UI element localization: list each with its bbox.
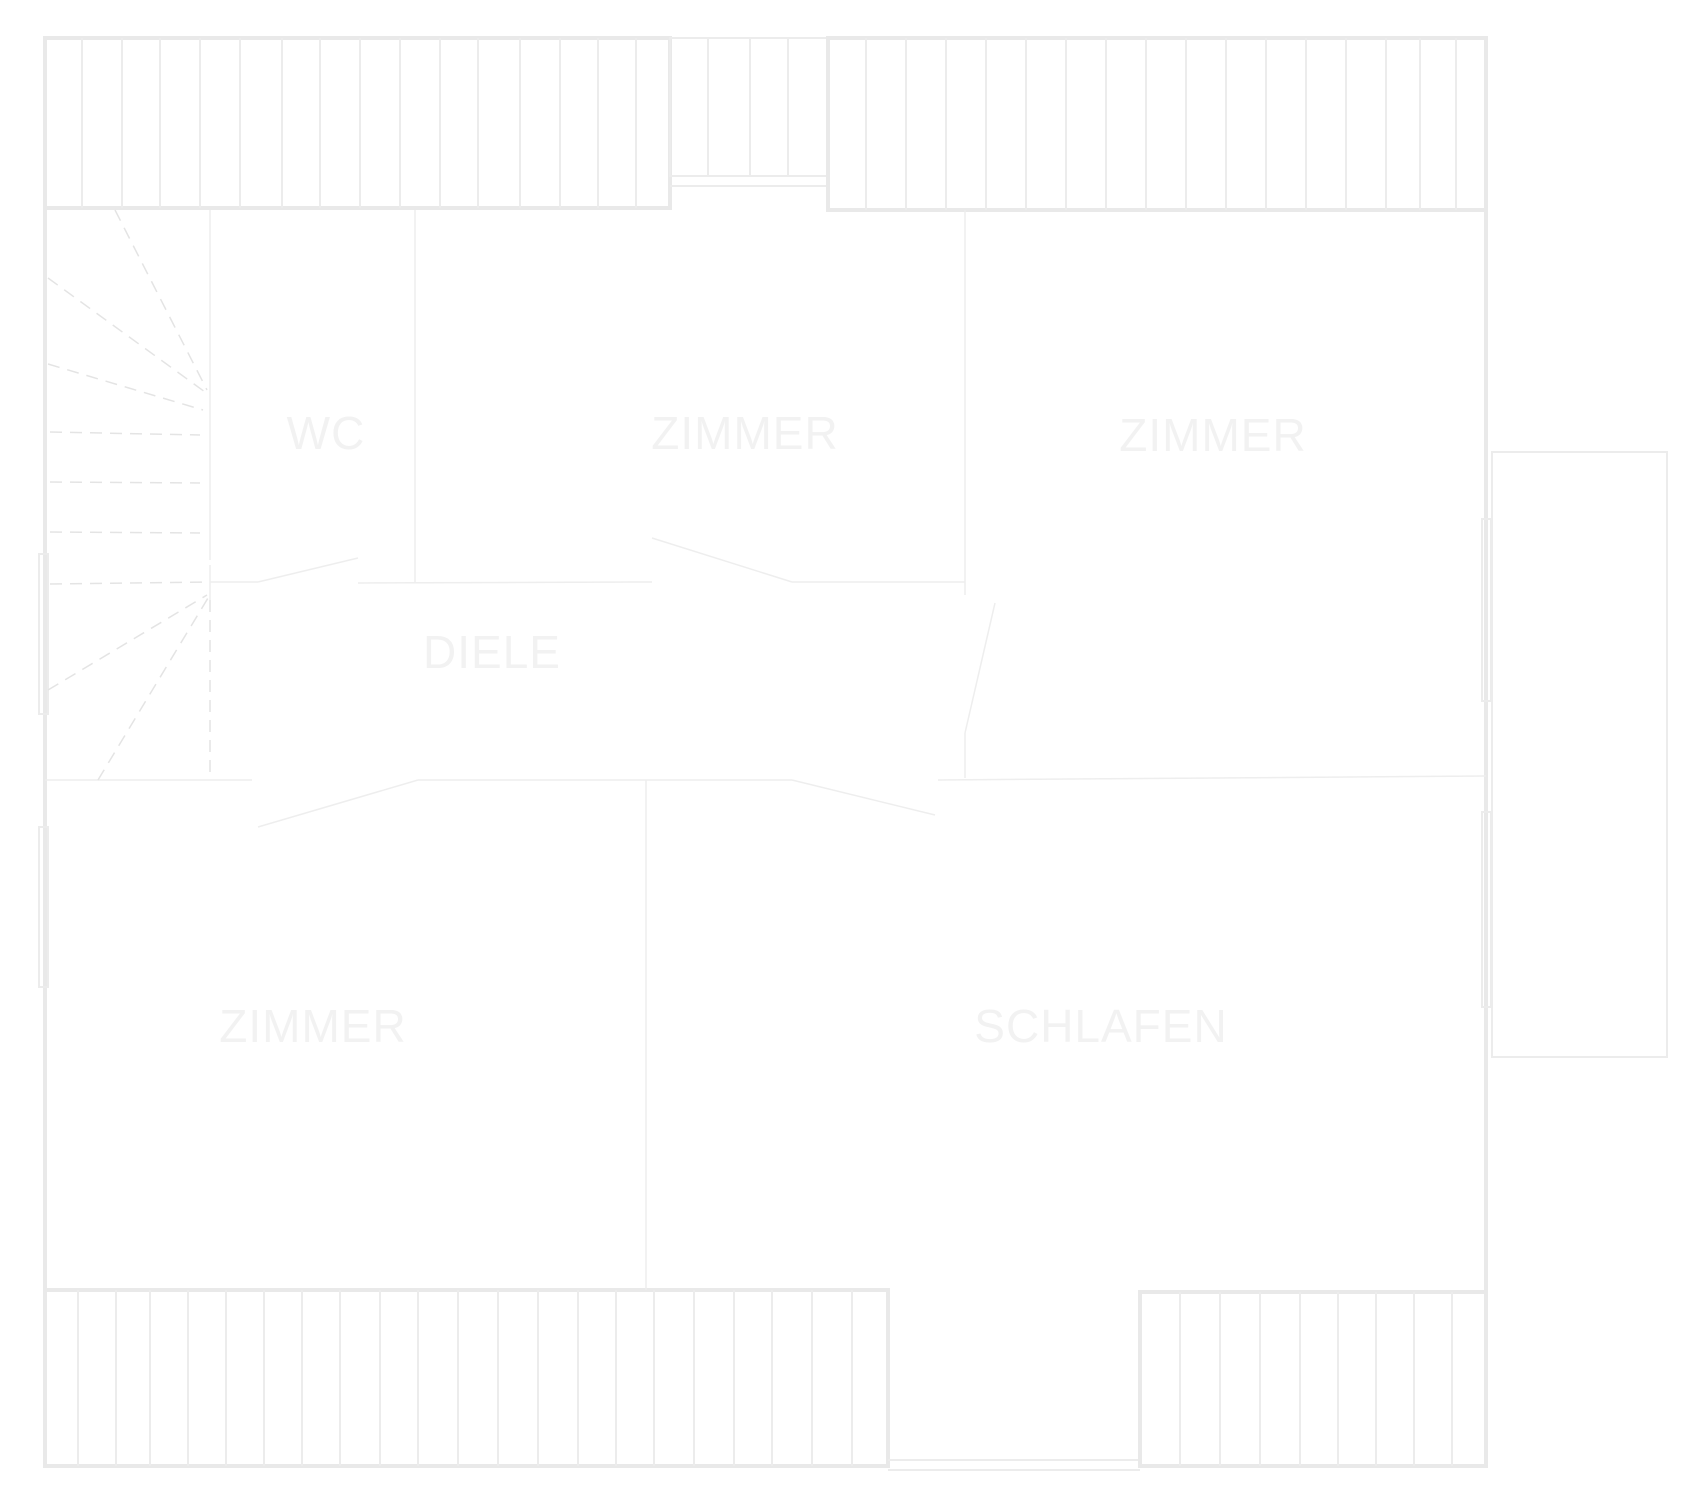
room-label-zimmer-top-right: ZIMMER: [1119, 409, 1306, 461]
interior-walls: [45, 210, 1487, 1290]
staircase: [47, 209, 211, 781]
roof-strip-bottom-left: [43, 1288, 890, 1468]
balcony: [1491, 451, 1668, 1058]
window-left-lower: [38, 826, 49, 988]
door-zimmer-top-middle: [651, 537, 793, 583]
room-label-wc: WC: [287, 407, 366, 459]
window-right-upper: [1481, 518, 1492, 702]
door-zimmer-bottom-left: [257, 779, 419, 828]
room-label-zimmer-top-middle: ZIMMER: [651, 407, 838, 459]
door-zimmer-top-right: [964, 602, 996, 734]
windows: [38, 518, 1492, 1008]
outer-walls: [43, 208, 1488, 1290]
door-wc: [257, 557, 359, 583]
roof-strip-bottom-right: [1138, 1290, 1488, 1468]
door-schlafen: [791, 779, 936, 816]
roof-strip-top-right: [826, 36, 1488, 212]
roof-strip-top-middle: [669, 37, 829, 187]
doors: [257, 537, 996, 828]
window-right-lower: [1481, 811, 1492, 1008]
room-label-schlafen: SCHLAFEN: [974, 1000, 1227, 1052]
room-label-zimmer-bottom-left: ZIMMER: [219, 1000, 406, 1052]
room-label-diele: DIELE: [423, 626, 561, 678]
bottom-opening: [888, 1459, 1140, 1471]
roof-strip-top-left: [43, 36, 672, 210]
window-left-upper: [38, 553, 49, 715]
